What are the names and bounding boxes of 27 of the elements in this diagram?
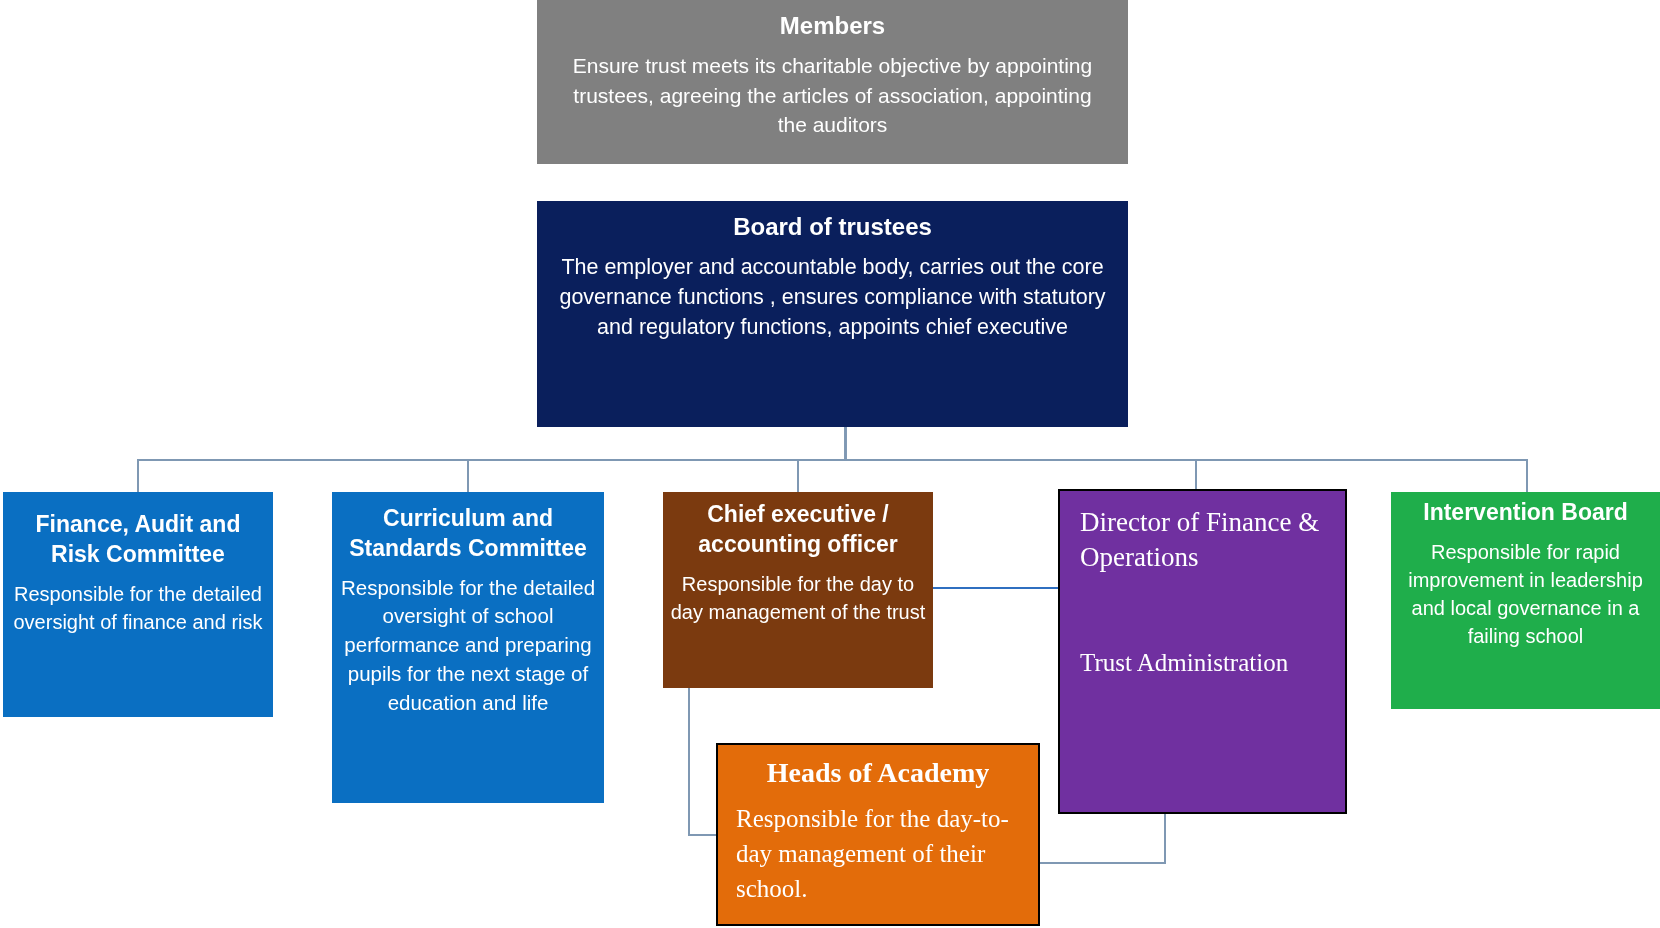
connector-line	[932, 587, 1059, 589]
box-description: Responsible for the day to day management of the trust	[669, 571, 927, 625]
connector-line	[1039, 813, 1166, 864]
org-box	[1058, 489, 1347, 814]
org-box	[663, 492, 933, 688]
box-heading: Finance, Audit and Risk Committee	[34, 510, 242, 569]
box-description: Responsible for the detailed oversight of school performance and preparing pupils for the next stage of education and life	[339, 574, 597, 716]
org-box	[3, 492, 273, 717]
org-box	[537, 201, 1128, 427]
box-heading: Director of Finance & Operations	[1080, 506, 1321, 575]
connector-line	[688, 687, 717, 836]
box-description: Responsible for rapid improvement in leadership and local governance in a failing school	[1407, 539, 1644, 649]
box-description: Responsible for the day-to-day management of their school.	[736, 804, 1010, 905]
box-description: Trust Administration	[1080, 648, 1290, 679]
box-heading: Chief executive / accounting officer	[697, 500, 899, 559]
box-description: Responsible for the detailed oversight of finance and risk	[12, 581, 264, 635]
org-box	[1391, 492, 1660, 709]
box-heading: Intervention Board	[1422, 498, 1629, 527]
org-box	[716, 743, 1040, 926]
box-heading: Heads of Academy	[765, 756, 991, 790]
box-description: The employer and accountable body, carries out the core governance functions , ensures compliance with statutory and regulatory functions, appoints chief executive	[558, 254, 1107, 342]
box-heading: Members	[778, 11, 887, 41]
org-box	[332, 492, 604, 803]
org-box	[537, 0, 1128, 164]
box-heading: Board of trustees	[732, 212, 933, 242]
box-description: Ensure trust meets its charitable objective by appointing trustees, agreeing the articles of association, appointing the auditors	[571, 53, 1094, 138]
box-heading: Curriculum and Standards Committee	[348, 504, 588, 563]
